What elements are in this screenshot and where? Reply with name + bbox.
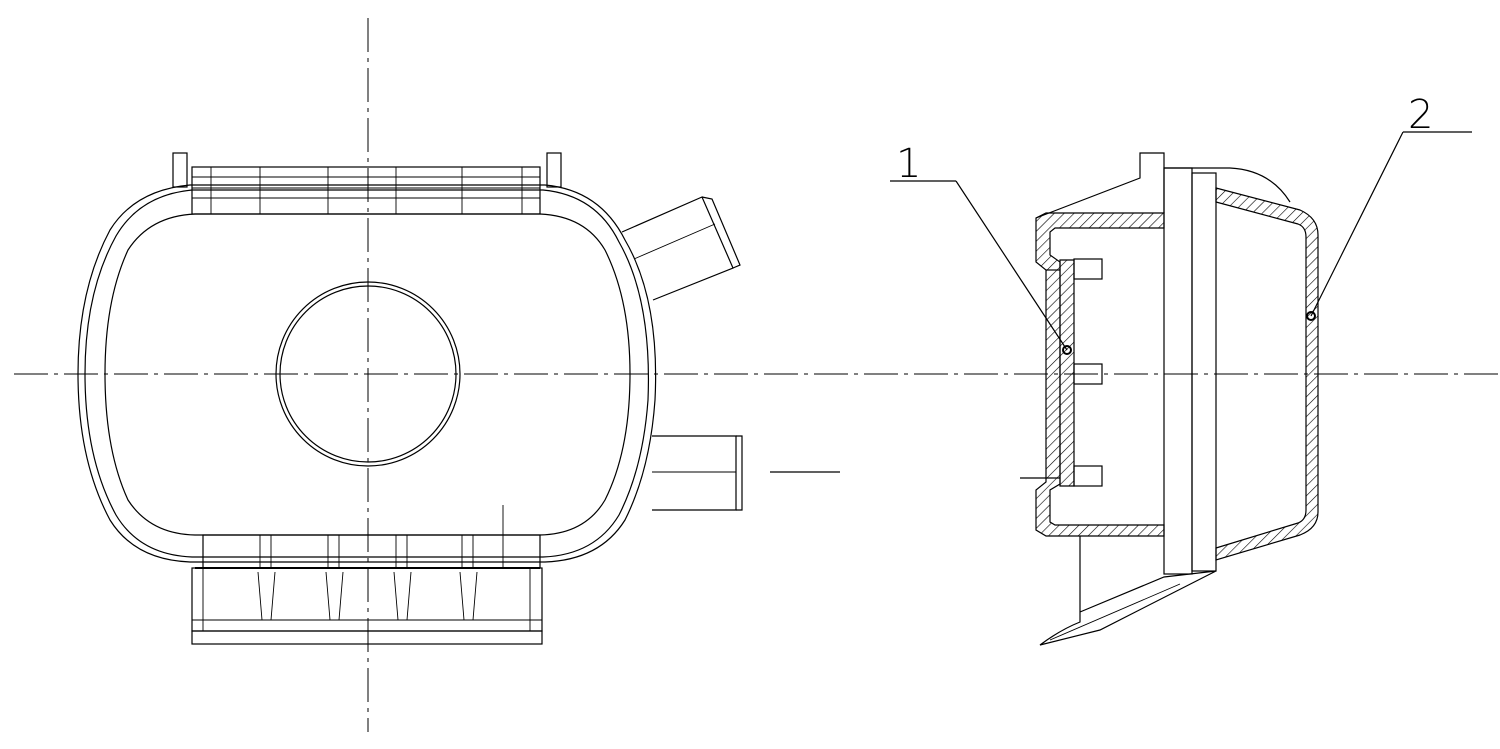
flange-ring-a — [1163, 167, 1193, 575]
upper-inlet-pipe — [621, 196, 741, 301]
callout-1-label: 1 — [896, 141, 921, 187]
flange-ring-b — [1191, 172, 1217, 572]
front-view — [77, 152, 840, 645]
body-shell-section — [1215, 187, 1319, 561]
callout-1-leader — [890, 180, 1068, 351]
callout-2-label: 2 — [1408, 92, 1433, 138]
drain-outlet — [1039, 536, 1217, 646]
callout-2-marker — [1306, 311, 1316, 321]
top-clamp — [172, 152, 562, 215]
housing-second-outline — [84, 189, 649, 558]
lower-inlet-pipe — [652, 435, 840, 511]
callout-1-marker — [1062, 345, 1072, 355]
boss-middle — [1073, 363, 1103, 385]
circular-outlet — [275, 281, 461, 467]
bottom-bracket — [191, 505, 543, 645]
inner-plate-section — [1059, 259, 1075, 487]
section-view: 1 2 — [890, 92, 1472, 646]
cover-shell-section — [1035, 212, 1165, 537]
centerlines — [14, 18, 1498, 732]
housing-outer-outline — [77, 184, 657, 563]
boss-top — [1073, 258, 1103, 280]
callout-2-leader — [1310, 131, 1472, 317]
boss-bottom — [1073, 465, 1103, 487]
